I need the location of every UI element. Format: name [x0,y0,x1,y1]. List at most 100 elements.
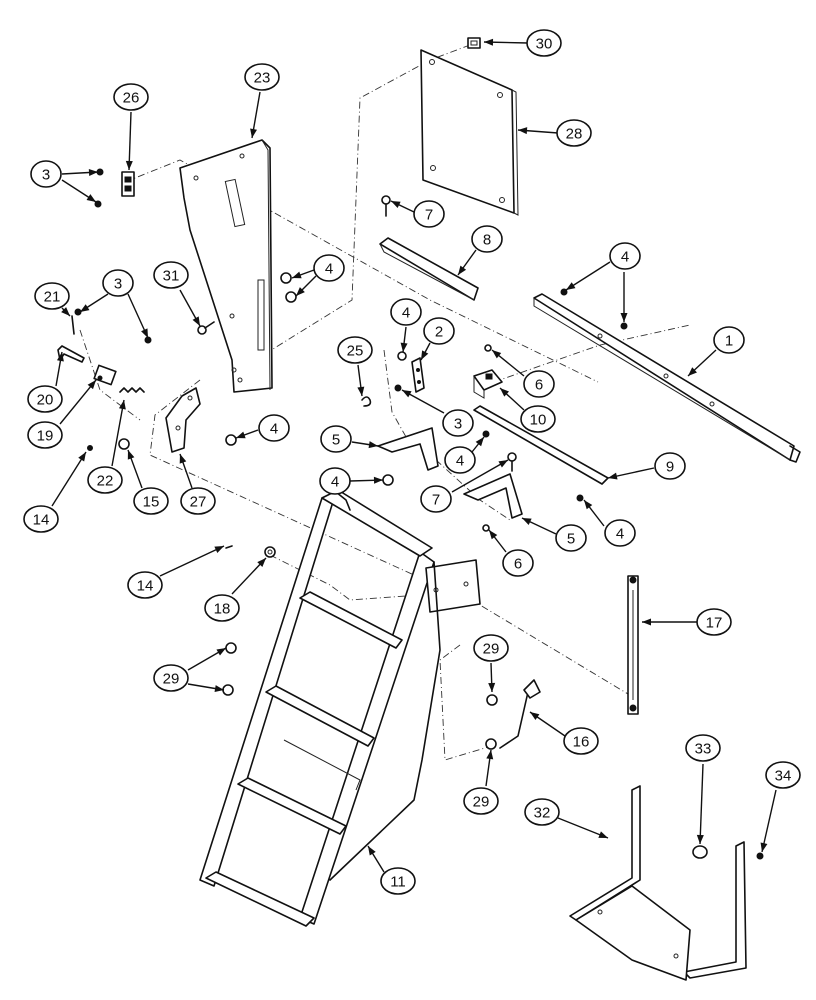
callout-number: 5 [332,432,340,449]
callout-c20: 20 [27,385,63,413]
leader-c4c-arrowhead [400,342,408,352]
callout-number: 23 [254,70,271,87]
callout-bubble [442,409,474,437]
callout-c4d: 4 [258,414,290,442]
leader-c8-arrowhead [458,265,467,275]
callout-c16: 16 [563,727,599,755]
callout-c28: 28 [556,119,592,147]
callout-number: 30 [536,36,553,53]
leader-c18-arrowhead [257,558,266,567]
callout-number: 16 [573,734,590,751]
callout-bubble [523,370,555,398]
callout-c34: 34 [765,761,801,789]
callout-number: 17 [706,615,723,632]
callout-number: 20 [37,392,54,409]
callout-number: 4 [325,261,333,278]
leader-c26-arrowhead [125,160,133,170]
leader-c14b [159,545,225,577]
leader-c14a [51,451,87,507]
callout-number: 11 [390,874,406,891]
callout-c31: 31 [153,261,189,289]
callout-c14a: 14 [23,505,59,533]
callout-number: 4 [270,421,278,438]
leader-c4a-arrowhead [292,271,302,279]
callout-c2: 2 [423,317,455,345]
part-17-strut [627,575,639,715]
callout-number: 9 [666,459,674,476]
leader-c33-arrowhead [696,834,704,844]
leader-c2-arrowhead [421,350,429,360]
callout-c4b: 4 [609,242,641,270]
callout-number: 29 [483,641,500,658]
leader-c33 [699,763,704,845]
part-18-washer [264,546,276,558]
leader-c7b-arrowhead [498,460,508,468]
callout-number: 19 [37,428,54,445]
callout-bubble [27,421,63,449]
leader-c29b-arrowhead [488,682,496,692]
callout-bubble [423,317,455,345]
callout-number: 28 [566,126,583,143]
leader-c16-arrowhead [530,712,540,720]
callout-bubble [520,405,556,433]
callout-number: 27 [190,494,207,511]
part-7-bolts [381,195,517,472]
callout-c33: 33 [685,734,721,762]
callout-c3b: 3 [102,269,134,297]
callout-number: 8 [483,232,491,249]
part-5-brackets [377,427,523,519]
callout-c21: 21 [34,282,70,310]
part-27-bracket [165,387,201,453]
leader-c31-arrowhead [192,316,200,326]
callout-c7b: 7 [420,485,452,513]
part-10-block [473,369,503,399]
leader-c11-arrowhead [368,846,376,856]
leader-c4g-arrowhead [584,500,593,510]
callout-bubble [463,787,499,815]
callout-number: 10 [530,412,547,429]
callout-bubble [563,727,599,755]
leader-c5b-arrowhead [522,518,532,525]
callout-bubble [133,487,169,515]
callout-bubble [556,119,592,147]
callout-c5b: 5 [555,524,587,552]
leader-c25-arrowhead [357,386,365,396]
callout-bubble [444,446,476,474]
leader-c7a-arrowhead [391,201,401,209]
callout-leader-lines [51,38,777,873]
callout-c29c: 29 [463,787,499,815]
leader-c29a-b-arrowhead [214,685,224,692]
callout-bubble [34,282,70,310]
leader-c14b-arrowhead [214,546,224,553]
callout-bubble [502,549,534,577]
callout-bubble [204,594,240,622]
callout-bubble [320,425,352,453]
callout-c9: 9 [654,452,686,480]
leader-c3a-arrowhead [88,169,98,176]
part-31-bolt [197,321,215,335]
leader-c5a-arrowhead [368,441,378,449]
part-11-ladder [199,489,481,927]
callout-c15: 15 [133,487,169,515]
callout-c22: 22 [87,466,123,494]
part-16-handle [499,679,541,749]
callout-c3c: 3 [442,409,474,437]
callout-bubble [526,29,562,57]
assembly-guide-lines [79,44,691,761]
callout-c26: 26 [113,83,149,111]
callout-number: 18 [214,601,231,618]
callout-number: 6 [535,377,543,394]
leader-c10-arrowhead [500,388,509,397]
callout-c4f: 4 [319,467,351,495]
callout-number: 7 [432,492,440,509]
callout-number: 15 [143,494,160,511]
callout-bubble [313,254,345,282]
leader-c29a-arrowhead [216,648,226,656]
callout-number: 26 [123,90,140,107]
callout-bubble [696,608,732,636]
leader-c26 [128,111,132,171]
callout-number: 31 [163,268,180,285]
callout-c10: 10 [520,405,556,433]
callout-number: 34 [775,768,792,785]
